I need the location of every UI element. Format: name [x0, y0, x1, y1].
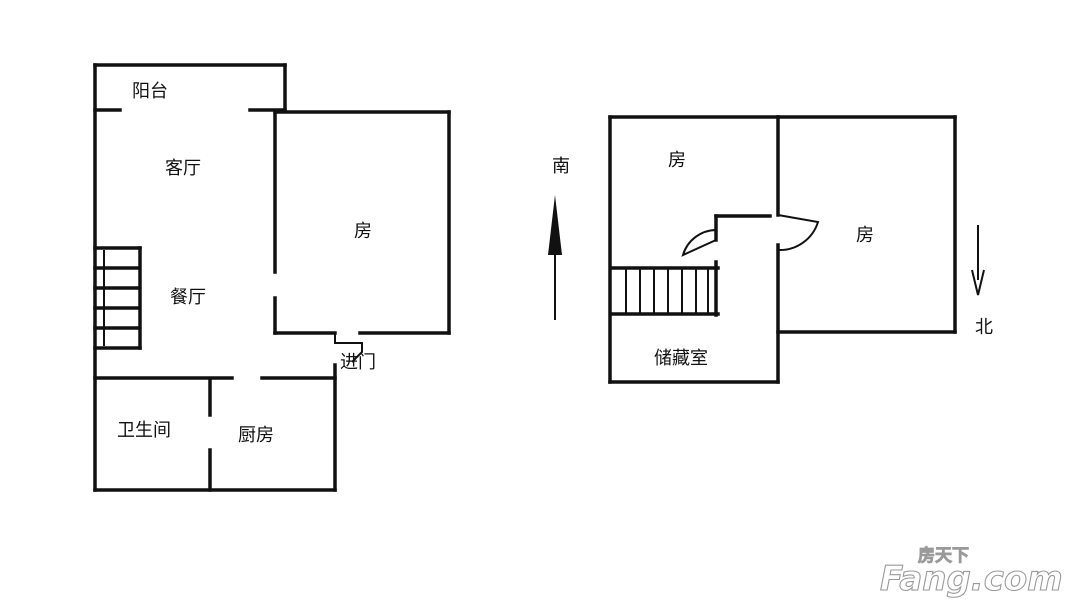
south-label: 南	[552, 156, 570, 177]
upper-floor-walls	[608, 115, 957, 384]
kitchen-label: 厨房	[238, 425, 274, 446]
small-room-door-swing	[681, 229, 717, 257]
lower-staircase	[93, 246, 142, 350]
north-arrow	[971, 225, 985, 296]
upper-staircase	[610, 266, 720, 316]
bathroom-label: 卫生间	[117, 420, 171, 441]
storage-room-label: 储藏室	[654, 348, 708, 369]
bedroom-walls	[273, 110, 451, 335]
upper-small-room-label: 房	[668, 150, 686, 171]
dining-room-label: 餐厅	[170, 287, 206, 308]
living-room-label: 客厅	[165, 158, 201, 179]
balcony-label: 阳台	[132, 81, 168, 102]
fang-watermark-logo: 房天下 Fang.com	[879, 545, 1063, 600]
upper-large-room-label: 房	[856, 225, 874, 246]
service-area-walls	[93, 376, 337, 492]
entrance-label: 进门	[340, 352, 376, 373]
watermark-main-text: Fang.com	[880, 559, 1063, 599]
bedroom-label: 房	[354, 221, 372, 242]
north-label: 北	[975, 317, 993, 338]
balcony-walls	[93, 63, 287, 112]
upper-floor-plan: 房 房 储藏室	[608, 115, 957, 384]
watermark-small-text: 房天下	[918, 545, 969, 566]
south-arrow	[548, 195, 562, 320]
large-room-door-swing	[777, 214, 820, 252]
entrance-door-symbol	[334, 333, 363, 363]
lower-floor-plan: 阳台 客厅 餐厅 房 进门 卫生间 厨房	[93, 63, 451, 492]
